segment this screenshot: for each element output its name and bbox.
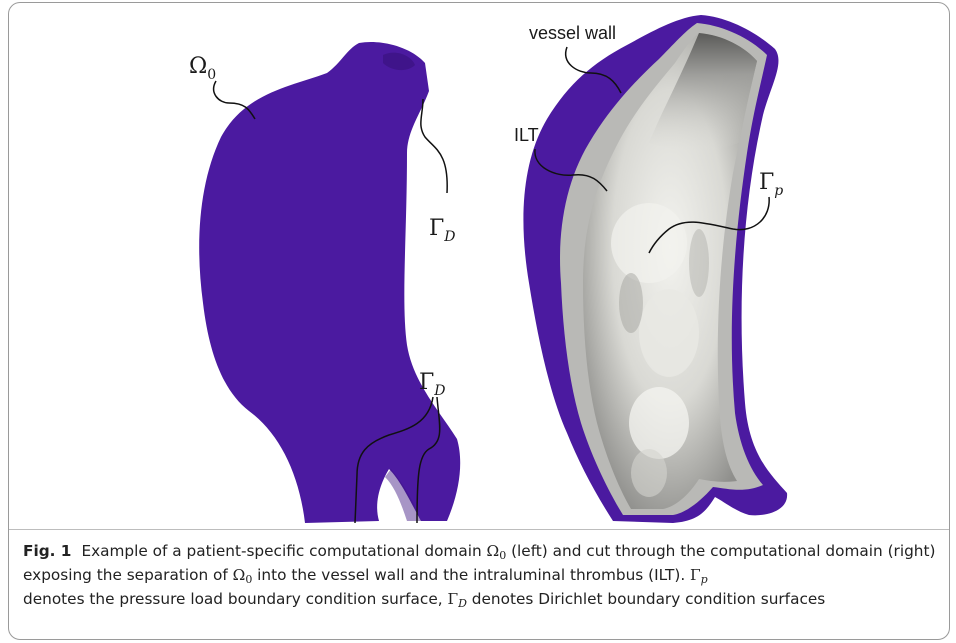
figure-frame: Ω0 ΓD ΓD	[8, 2, 950, 640]
lumen-texture	[689, 229, 709, 297]
label-gamma-d-top: ΓD	[429, 216, 456, 245]
lumen-texture	[639, 289, 699, 377]
caption-gamma-d: ΓD	[447, 590, 466, 608]
caption-omega0: Ω0	[487, 542, 507, 560]
label-gamma-p: Γp	[759, 170, 783, 199]
caption-text: into the vessel wall and the intralumina…	[252, 566, 690, 584]
label-ilt: ILT	[514, 125, 539, 145]
caption-gamma-p: Γp	[690, 566, 708, 584]
caption-figure-label: Fig. 1	[23, 542, 71, 560]
lumen-texture	[631, 449, 667, 497]
label-gamma-d-bottom: ΓD	[419, 370, 446, 399]
right-vessel: vessel wall ILT Γp	[514, 15, 787, 523]
lumen-texture	[629, 387, 689, 459]
figure-caption: Fig. 1 Example of a patient-specific comp…	[23, 539, 938, 611]
caption-omega0: Ω0	[233, 566, 253, 584]
caption-text: Example of a patient-specific computatio…	[81, 542, 486, 560]
caption-text: denotes the pressure load boundary condi…	[23, 590, 447, 608]
lumen-texture	[611, 203, 687, 283]
leader-gamma-d-top	[421, 99, 447, 193]
caption-divider	[9, 529, 949, 530]
label-vessel-wall: vessel wall	[529, 23, 616, 43]
label-omega0: Ω0	[189, 54, 216, 83]
figure-illustration: Ω0 ΓD ΓD	[9, 3, 949, 529]
caption-text: denotes Dirichlet boundary condition sur…	[467, 590, 825, 608]
lumen-texture	[619, 273, 643, 333]
left-vessel: Ω0 ΓD ΓD	[189, 42, 460, 523]
